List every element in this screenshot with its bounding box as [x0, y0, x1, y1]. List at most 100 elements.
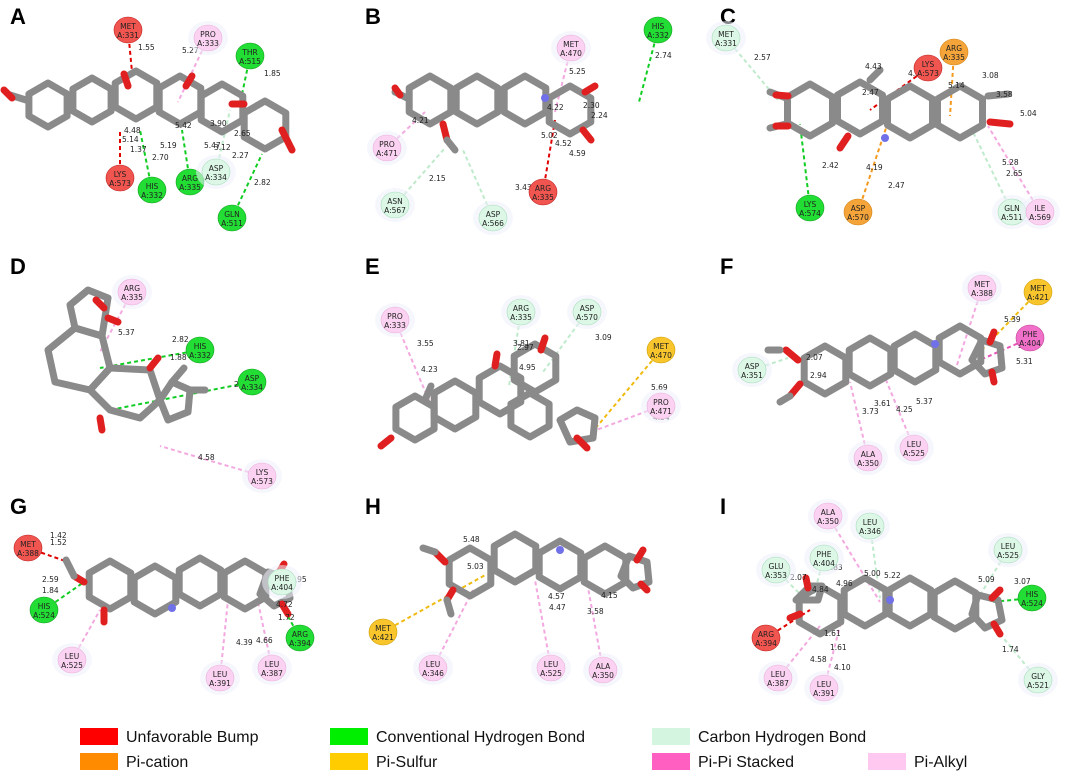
interaction-line: [751, 357, 789, 371]
distance-label: 4.48: [124, 126, 141, 135]
residue-bubble: [763, 664, 793, 692]
oxygen-atom: [633, 546, 647, 564]
distance-label: 4.57: [548, 592, 565, 601]
residue-name: ASP: [745, 362, 760, 371]
molecule-stick: [885, 574, 935, 630]
residue-name: PRO: [387, 312, 403, 321]
distance-label: 2.15: [429, 174, 446, 183]
distance-label: 1.55: [138, 43, 155, 52]
molecule-stick: [66, 286, 112, 340]
oxygen-atom: [182, 72, 196, 90]
residue-id: A:346: [859, 527, 881, 536]
molecule-stick: [111, 67, 161, 123]
oxygen-atom: [573, 434, 591, 452]
molecule-stick: [834, 78, 886, 138]
residue-bubble: [235, 42, 265, 70]
oxygen-atom: [772, 91, 792, 100]
residue-name: LYS: [256, 468, 269, 477]
oxygen-atom: [836, 132, 852, 152]
residue-bubble: [711, 24, 741, 52]
oxygen-atom: [637, 580, 651, 594]
interaction-line: [508, 311, 522, 387]
interaction-line: [257, 601, 273, 669]
residue-id: A:511: [221, 219, 243, 228]
distance-label: 5.48: [463, 535, 480, 544]
residue-bubble: [267, 568, 297, 596]
residue-name: ARG: [758, 630, 774, 639]
residue-id: A:404: [813, 559, 835, 568]
residue-id: A:573: [251, 477, 273, 486]
distance-label: 2.70: [152, 153, 169, 162]
residue-bubble: [572, 298, 602, 326]
molecule-stick: [156, 378, 194, 424]
residue-bubble: [29, 596, 59, 624]
distance-label: 2.47: [888, 181, 905, 190]
residue-bubble: [813, 502, 843, 530]
distance-label: 2.59: [42, 575, 59, 584]
residue-name: GLN: [1004, 204, 1020, 213]
distance-label: 1.85: [264, 69, 281, 78]
residue-id: A:332: [189, 351, 211, 360]
distance-label: 4.58: [810, 655, 827, 664]
distance-label: 4.47: [549, 603, 566, 612]
distance-label: 5.28: [1002, 158, 1019, 167]
distance-label: 3.61: [874, 399, 891, 408]
molecule-stick: [890, 330, 940, 386]
residue-bubble: [57, 646, 87, 674]
nitrogen-atom: [556, 546, 564, 554]
legend-swatch: [652, 753, 690, 770]
distance-label: 2.65: [1006, 169, 1023, 178]
residue-bubble: [117, 278, 147, 306]
nitrogen-atom: [931, 340, 939, 348]
residue-id: A:335: [532, 193, 554, 202]
panel-f: F5.395.715.312.072.943.733.614.255.37MET…: [720, 254, 1053, 475]
interaction-line: [857, 127, 887, 213]
residue-bubble: [809, 544, 839, 572]
legend-label: Pi-cation: [126, 754, 188, 771]
residue-id: A:525: [997, 551, 1019, 560]
residue-bubble: [646, 392, 676, 420]
residue-bubble: [1015, 324, 1045, 352]
ligand-molecule: [766, 66, 1014, 152]
distance-label: 2.82: [172, 335, 189, 344]
interaction-line: [590, 405, 662, 433]
residue-name: MET: [20, 540, 36, 549]
residue-id: A:333: [384, 321, 406, 330]
residue-id: A:394: [289, 639, 311, 648]
residue-bubble: [113, 16, 143, 44]
molecule-stick: [930, 577, 980, 633]
residue-name: MET: [563, 40, 579, 49]
legend-label: Unfavorable Bump: [126, 729, 259, 746]
residue-id: A:353: [765, 571, 787, 580]
molecule-stick: [421, 382, 435, 404]
legend-swatch: [80, 753, 118, 770]
residue-bubble: [751, 624, 781, 652]
residue-name: LEU: [65, 652, 79, 661]
legend-item: Pi-Alkyl: [868, 753, 967, 771]
residue-id: A:573: [917, 69, 939, 78]
distance-label: 1.52: [50, 538, 67, 547]
residue-bubble: [1023, 666, 1053, 694]
molecule-stick: [168, 364, 188, 386]
distance-label: 4.59: [569, 149, 586, 158]
residue-name: MET: [718, 30, 734, 39]
residue-id: A:332: [647, 31, 669, 40]
distance-label: 4.72: [276, 600, 293, 609]
